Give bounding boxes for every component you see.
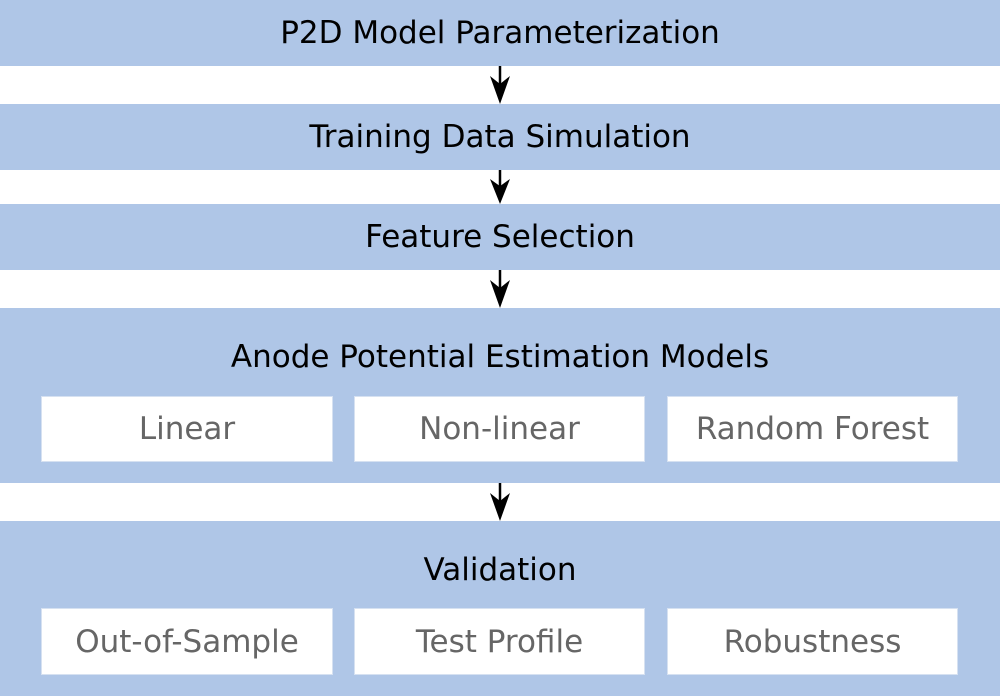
step-title: Anode Potential Estimation Models xyxy=(230,339,770,375)
step-title: Validation xyxy=(423,552,577,588)
step-validation: Validation Out-of-Sample Test Profile Ro… xyxy=(0,521,1000,696)
step-training-data-simulation: Training Data Simulation xyxy=(0,104,1000,170)
step-anode-potential-models: Anode Potential Estimation Models Linear… xyxy=(0,308,1000,483)
step-feature-selection: Feature Selection xyxy=(0,204,1000,270)
model-linear: Linear xyxy=(41,396,333,462)
validation-test-profile: Test Profile xyxy=(354,608,645,675)
step-title: Training Data Simulation xyxy=(309,119,691,155)
arrow-down-icon xyxy=(490,66,510,104)
step-title: Feature Selection xyxy=(365,219,635,255)
validation-robustness: Robustness xyxy=(667,608,958,675)
arrow-down-icon xyxy=(490,170,510,204)
model-non-linear: Non-linear xyxy=(354,396,645,462)
step-p2d-parameterization: P2D Model Parameterization xyxy=(0,0,1000,66)
step-title: P2D Model Parameterization xyxy=(280,15,720,51)
model-random-forest: Random Forest xyxy=(667,396,958,462)
validation-out-of-sample: Out-of-Sample xyxy=(41,608,333,675)
arrow-down-icon xyxy=(490,483,510,521)
arrow-down-icon xyxy=(490,270,510,308)
